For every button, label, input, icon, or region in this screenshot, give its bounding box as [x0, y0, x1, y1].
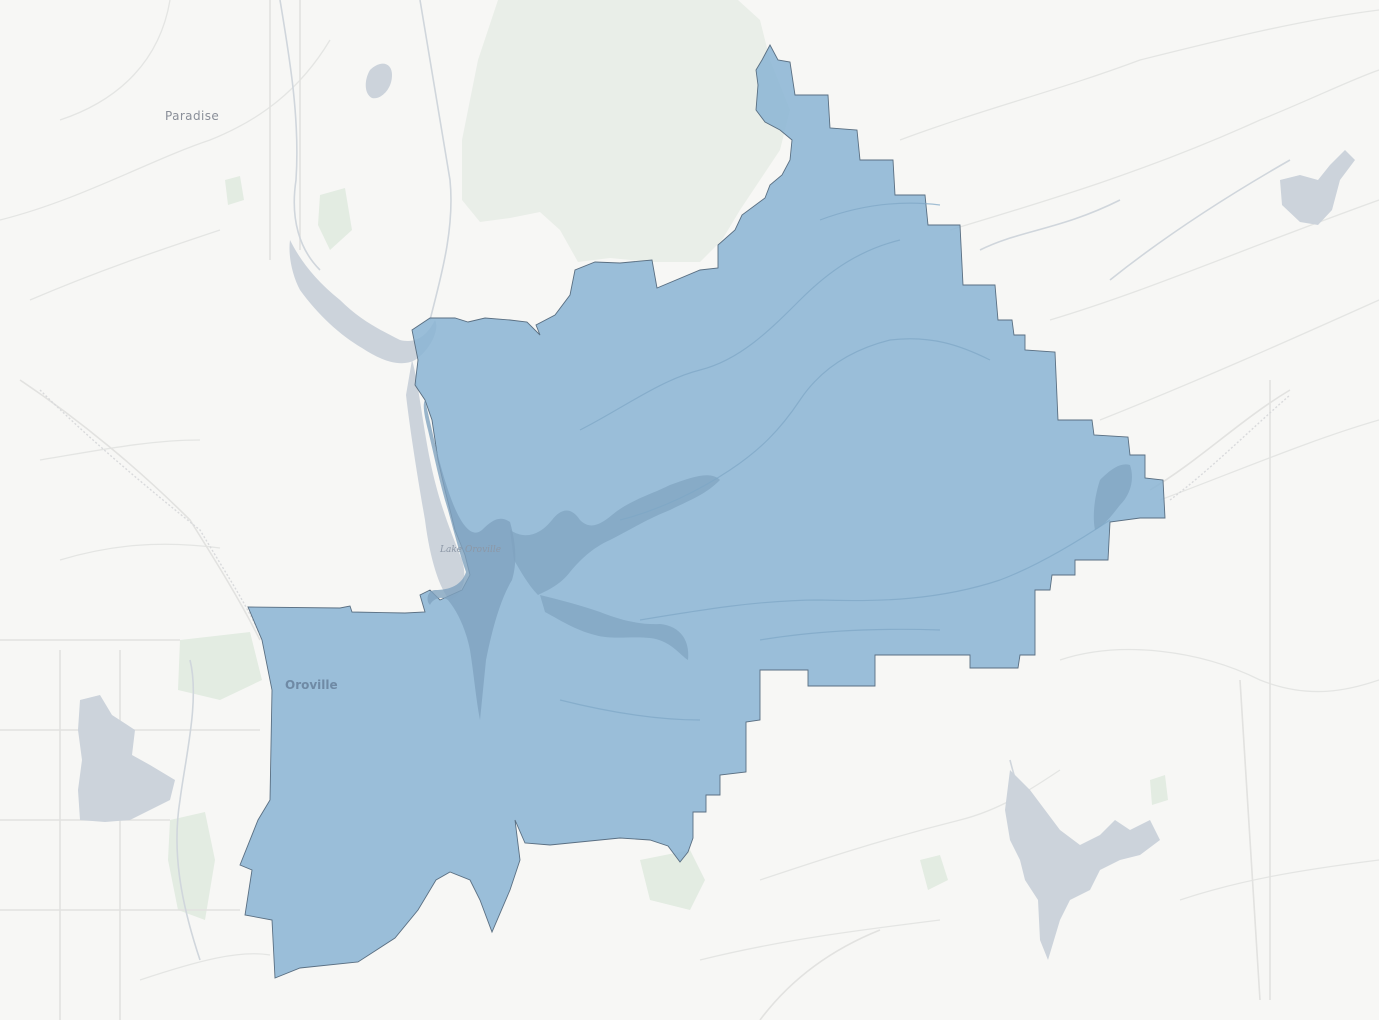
- water-label-lake-oroville: Lake Oroville: [439, 545, 501, 555]
- park-areas: [168, 176, 1168, 920]
- lake-oroville-highlight: [423, 400, 516, 720]
- highway: [39, 389, 1291, 641]
- forest-area: [462, 0, 790, 262]
- lake-arm-south-highlight: [540, 595, 689, 660]
- lake-arm-east-highlight: [510, 475, 720, 595]
- water-bodies: [78, 63, 1355, 960]
- place-label-oroville: Oroville: [285, 678, 338, 692]
- terrain-lines: [0, 0, 1379, 981]
- lake-arm-northeast-highlight: [1093, 464, 1132, 530]
- district-polygon[interactable]: [239, 44, 1166, 979]
- district-internal-lines: [559, 202, 1111, 721]
- highlighted-district[interactable]: [239, 44, 1166, 979]
- place-label-paradise: Paradise: [165, 109, 219, 123]
- roads: [0, 0, 1291, 1020]
